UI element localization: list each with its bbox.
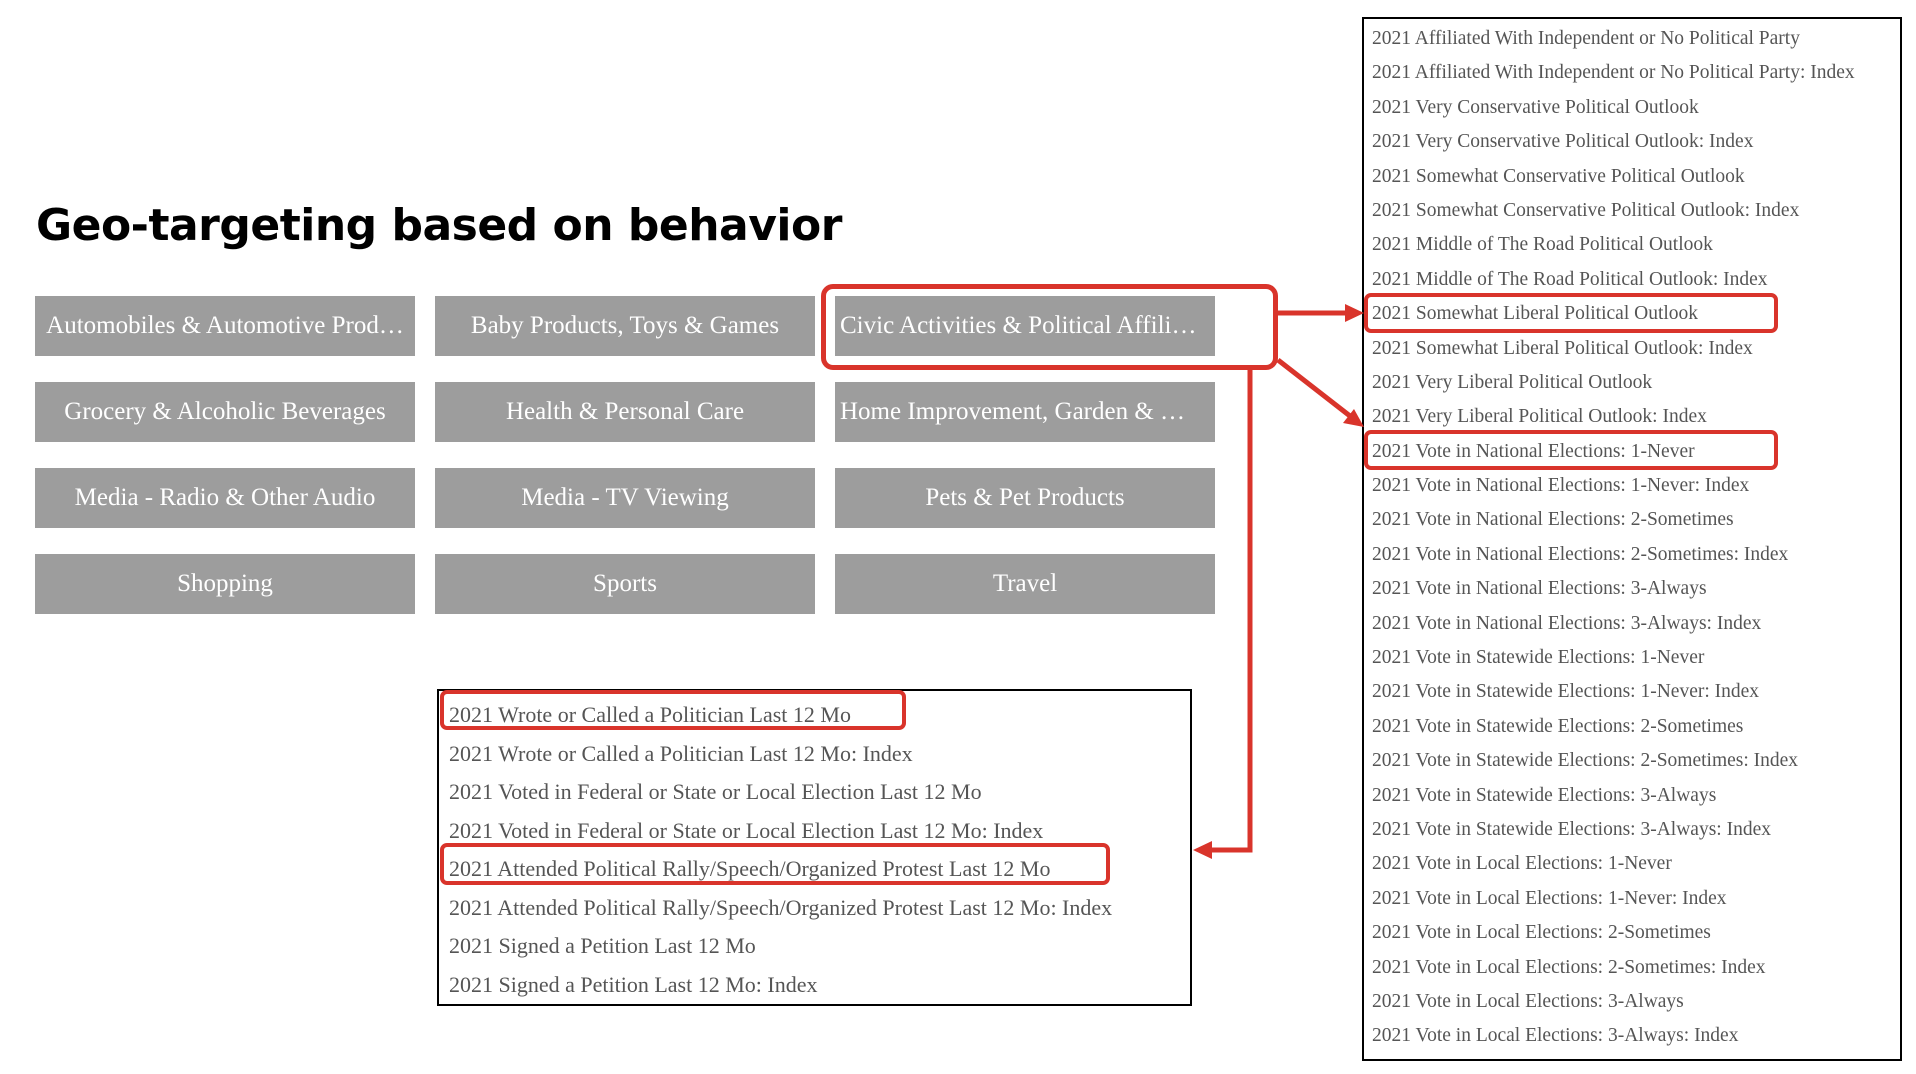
list-item[interactable]: 2021 Middle of The Road Political Outloo…	[1372, 234, 1713, 256]
list-item[interactable]: 2021 Vote in Local Elections: 3-Always	[1372, 990, 1684, 1012]
list-item[interactable]: 2021 Very Conservative Political Outlook	[1372, 96, 1699, 118]
arrow-to-national-never	[1276, 358, 1352, 418]
category-grid: Automobiles & Automotive Prod… Baby Prod…	[35, 296, 1215, 614]
list-item[interactable]: 2021 Somewhat Liberal Political Outlook:…	[1372, 337, 1753, 359]
list-item[interactable]: 2021 Attended Political Rally/Speech/Org…	[449, 894, 1113, 920]
list-item[interactable]: 2021 Vote in Statewide Elections: 1-Neve…	[1372, 681, 1760, 703]
category-automobiles[interactable]: Automobiles & Automotive Prod…	[35, 296, 415, 356]
category-grocery[interactable]: Grocery & Alcoholic Beverages	[35, 382, 415, 442]
list-item[interactable]: 2021 Vote in Local Elections: 2-Sometime…	[1372, 956, 1766, 978]
arrow-to-attended-rally	[1210, 370, 1253, 853]
category-health[interactable]: Health & Personal Care	[435, 382, 815, 442]
list-item[interactable]: 2021 Affiliated With Independent or No P…	[1372, 62, 1855, 84]
arrowhead-icon	[1193, 841, 1212, 859]
category-baby-products[interactable]: Baby Products, Toys & Games	[435, 296, 815, 356]
civic-activities-list: 2021 Wrote or Called a Politician Last 1…	[437, 689, 1192, 1006]
category-shopping[interactable]: Shopping	[35, 554, 415, 614]
list-item[interactable]: 2021 Voted in Federal or State or Local …	[449, 779, 982, 804]
list-item[interactable]: 2021 Vote in National Elections: 1-Never…	[1372, 475, 1750, 497]
list-item[interactable]: 2021 Vote in National Elections: 3-Alway…	[1372, 578, 1707, 600]
list-item[interactable]: 2021 Vote in Statewide Elections: 3-Alwa…	[1372, 818, 1771, 840]
list-item[interactable]: 2021 Vote in National Elections: 2-Somet…	[1372, 543, 1789, 565]
list-item[interactable]: 2021 Signed a Petition Last 12 Mo	[449, 933, 756, 958]
list-item[interactable]: 2021 Vote in National Elections: 2-Somet…	[1372, 509, 1734, 531]
category-home-improvement[interactable]: Home Improvement, Garden & …	[835, 382, 1215, 442]
list-item[interactable]: 2021 Wrote or Called a Politician Last 1…	[449, 702, 851, 727]
list-item[interactable]: 2021 Signed a Petition Last 12 Mo: Index	[449, 971, 818, 997]
list-item[interactable]: 2021 Vote in Statewide Elections: 2-Some…	[1372, 715, 1744, 737]
list-item[interactable]: 2021 Vote in Local Elections: 2-Sometime…	[1372, 922, 1711, 944]
list-item[interactable]: 2021 Very Conservative Political Outlook…	[1372, 131, 1754, 153]
category-media-tv[interactable]: Media - TV Viewing	[435, 468, 815, 528]
list-item[interactable]: 2021 Somewhat Conservative Political Out…	[1372, 165, 1745, 187]
list-item[interactable]: 2021 Vote in National Elections: 3-Alway…	[1372, 612, 1762, 634]
page-title: Geo-targeting based on behavior	[36, 200, 842, 251]
list-item[interactable]: 2021 Vote in Local Elections: 1-Never	[1372, 853, 1672, 875]
category-media-radio[interactable]: Media - Radio & Other Audio	[35, 468, 415, 528]
list-item[interactable]: 2021 Voted in Federal or State or Local …	[449, 817, 1044, 843]
list-item[interactable]: 2021 Very Liberal Political Outlook	[1372, 371, 1653, 393]
category-sports[interactable]: Sports	[435, 554, 815, 614]
list-item[interactable]: 2021 Attended Political Rally/Speech/Org…	[449, 856, 1051, 881]
list-item[interactable]: 2021 Vote in Statewide Elections: 1-Neve…	[1372, 647, 1705, 669]
list-item[interactable]: 2021 Somewhat Conservative Political Out…	[1372, 199, 1800, 221]
list-item[interactable]: 2021 Vote in Statewide Elections: 3-Alwa…	[1372, 784, 1717, 806]
category-civic-activities[interactable]: Civic Activities & Political Affili…	[835, 296, 1215, 356]
list-item[interactable]: 2021 Wrote or Called a Politician Last 1…	[449, 740, 913, 766]
list-item[interactable]: 2021 Vote in Local Elections: 3-Always: …	[1372, 1025, 1739, 1047]
list-item[interactable]: 2021 Vote in Local Elections: 1-Never: I…	[1372, 887, 1727, 909]
category-pets[interactable]: Pets & Pet Products	[835, 468, 1215, 528]
arrowhead-icon	[1343, 409, 1364, 427]
list-item[interactable]: 2021 Somewhat Liberal Political Outlook	[1372, 303, 1699, 325]
list-item[interactable]: 2021 Middle of The Road Political Outloo…	[1372, 268, 1768, 290]
list-item[interactable]: 2021 Vote in National Elections: 1-Never	[1372, 440, 1695, 462]
list-item[interactable]: 2021 Vote in Statewide Elections: 2-Some…	[1372, 750, 1799, 772]
category-travel[interactable]: Travel	[835, 554, 1215, 614]
list-item[interactable]: 2021 Affiliated With Independent or No P…	[1372, 28, 1800, 49]
political-outlook-list: 2021 Affiliated With Independent or No P…	[1362, 17, 1902, 1061]
list-item[interactable]: 2021 Very Liberal Political Outlook: Ind…	[1372, 406, 1707, 428]
